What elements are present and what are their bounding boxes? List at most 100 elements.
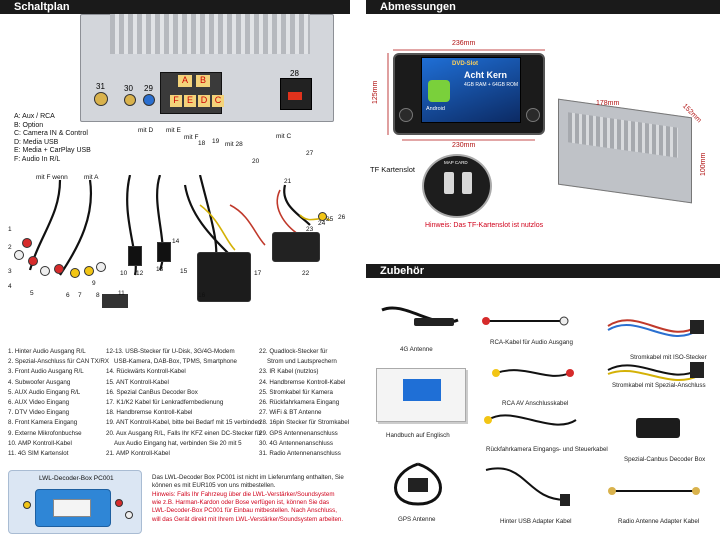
rca-plug-white [14, 250, 24, 260]
screen-dvd-slot-text: DVD-Slot [452, 61, 478, 67]
parts-item: 30. 4G Antennenanschluss [259, 439, 333, 447]
accessory-caption: Spezial-Canbus Decoder Box [624, 456, 706, 463]
wire-number: 2 [8, 244, 12, 251]
parts-item: Aux Audio Eingang hat, verbinden Sie 20 … [114, 439, 242, 447]
section-header-abmessungen: Abmessungen [366, 0, 720, 14]
dim-width-236: 236mm [452, 40, 476, 47]
accessory-power-cable-special [607, 362, 704, 381]
wire-number: 20 [252, 158, 260, 165]
wire-number: 10 [120, 270, 128, 277]
dim-height-100: 100mm [700, 152, 707, 176]
parts-list-col1: 1. Hinter Audio Ausgang R/L 2. Spezial-A… [8, 347, 109, 459]
usb-plug [157, 242, 171, 262]
accessory-caption: GPS Antenne [398, 516, 436, 523]
accessory-radio-antenna-adapter [608, 487, 700, 495]
wire-number: 14 [172, 238, 180, 245]
annotation-mit-f: mit F [184, 134, 199, 141]
parts-list-col2: 12-13. USB-Stecker für U-Disk, 3G/4G-Mod… [106, 347, 262, 459]
port-label-f: F [170, 95, 182, 107]
section-header-schaltplan: Schaltplan [0, 0, 350, 14]
wire-number: 22 [302, 270, 310, 277]
manual-cover-image [403, 379, 441, 401]
wire-number: 4 [8, 283, 12, 290]
dim-width-230: 230mm [452, 142, 476, 149]
rca-plug-yellow [70, 268, 80, 278]
screen-spec-text: 4GB RAM + 64GB ROM [464, 82, 519, 88]
accessory-camera-control-cable [484, 414, 577, 426]
rca-plug-red [54, 264, 64, 274]
decoder-note-hint: Hinweis: Falls Ihr Fahrzeug über die LWL… [152, 491, 344, 523]
parts-item: 17. K1/K2 Kabel für Lenkradfernbedienung [106, 399, 224, 407]
legend-item: E: Media + CarPlay USB [14, 147, 91, 155]
parts-item: 20. Aux Ausgang R/L, Falls Ihr KFZ einen… [106, 429, 263, 437]
parts-item: USB-Kamera, DAB-Box, TPMS, Smartphone [114, 358, 237, 366]
rca-plug-red [22, 238, 32, 248]
accessory-caption: RCA AV Anschlusskabel [502, 400, 569, 407]
wire-number: 11 [118, 290, 125, 297]
screen-os-text: Android [426, 106, 445, 112]
wire-number: 8 [96, 292, 100, 299]
port-number-28: 28 [290, 69, 299, 78]
accessory-caption: Rückfahrkamera Eingangs- und Steuerkabel [486, 446, 608, 453]
wire-number: 7 [78, 292, 82, 299]
accessory-caption: Stromkabel mit Spezial-Anschluss [612, 382, 706, 389]
port-label-b: B [196, 75, 210, 87]
legend-item: D: Media USB [14, 138, 59, 146]
map-card-label: MAP CARD [444, 160, 468, 165]
red-connector-28 [288, 92, 302, 100]
parts-item: 28. 16pin Stecker für Stromkabel [259, 419, 350, 427]
head-unit-screen: DVD-Slot Acht Kern 4GB RAM + 64GB ROM An… [421, 57, 521, 123]
decoder-note-availability: Das LWL-Decoder Box PC001 ist nicht im L… [152, 474, 344, 490]
wire-number: 15 [180, 268, 188, 275]
annotation-mit-c: mit C [276, 133, 292, 140]
port-label-e: E [184, 95, 196, 107]
parts-item: 15. ANT Kontroll-Kabel [106, 378, 169, 386]
quadlock-connector [272, 232, 320, 262]
parts-item: 22. Quadlock-Stecker für [259, 348, 328, 355]
parts-item: 21. AMP Kontroll-Kabel [106, 450, 170, 458]
rca-plug-white [40, 266, 50, 276]
legend-item: F: Audio In R/L [14, 155, 61, 163]
screen-headline: Acht Kern [464, 70, 508, 80]
accessory-canbus-box [636, 418, 680, 438]
parts-item: 2. Spezial-Anschluss für CAN TX/RX [8, 358, 109, 366]
parts-item: 14. Rückwärts Kontroll-Kabel [106, 368, 186, 376]
volume-knob [399, 108, 413, 122]
parts-item: 10. AMP Kontroll-Kabel [8, 439, 72, 447]
parts-item: 7. DTV Video Eingang [8, 409, 70, 417]
parts-item: 9. Externe Mikrofonbuchse [8, 429, 82, 437]
wire-number: 9 [92, 280, 96, 287]
accessory-caption: Stromkabel mit ISO-Stecker [630, 354, 707, 361]
legend-item: C: Camera IN & Control [14, 130, 88, 138]
wire-number: 21 [284, 178, 292, 185]
port-label-a: A [178, 75, 192, 87]
accessory-rca-audio-cable [482, 316, 569, 326]
annotation-mit-e: mit E [166, 127, 181, 134]
rca-plug-yellow [84, 266, 94, 276]
accessory-gps-antenna [394, 462, 442, 506]
parts-item: 5. AUX Audio Eingang R/L [8, 388, 81, 396]
wire-number: 25 [326, 216, 334, 223]
port-number-31: 31 [96, 82, 105, 91]
annotation-mit-28: mit 28 [225, 141, 243, 148]
decoder-box-title: LWL-Decoder-Box PC001 [39, 475, 114, 482]
wire-number: 16 [198, 292, 206, 299]
port-number-30: 30 [124, 84, 133, 93]
dim-depth-178: 178mm [596, 100, 620, 107]
accessory-usb-adapter-cable [485, 467, 570, 506]
tf-slot-zoom-circle: MAP CARD [422, 154, 492, 218]
annotation-mit-d: mit D [138, 127, 154, 134]
accessory-manual-booklet [376, 368, 466, 422]
sim-card-adapter [102, 294, 128, 308]
tf-card-right [462, 172, 472, 194]
port-label-d: D [198, 95, 210, 107]
decoder-box-label [53, 499, 91, 517]
annotation-mit-f-wenn: mit F wenn [36, 174, 68, 181]
parts-item: 16. Spezial CanBus Decoder Box [106, 388, 198, 396]
usb-plug [128, 246, 142, 266]
port-legend: A: Aux / RCA B: Option C: Camera IN & Co… [14, 113, 91, 165]
accessory-caption: 4G Antenne [400, 346, 433, 353]
wire-number: 19 [212, 138, 220, 145]
canbus-decoder-box [197, 252, 251, 302]
decoder-plug-yellow [23, 501, 31, 509]
